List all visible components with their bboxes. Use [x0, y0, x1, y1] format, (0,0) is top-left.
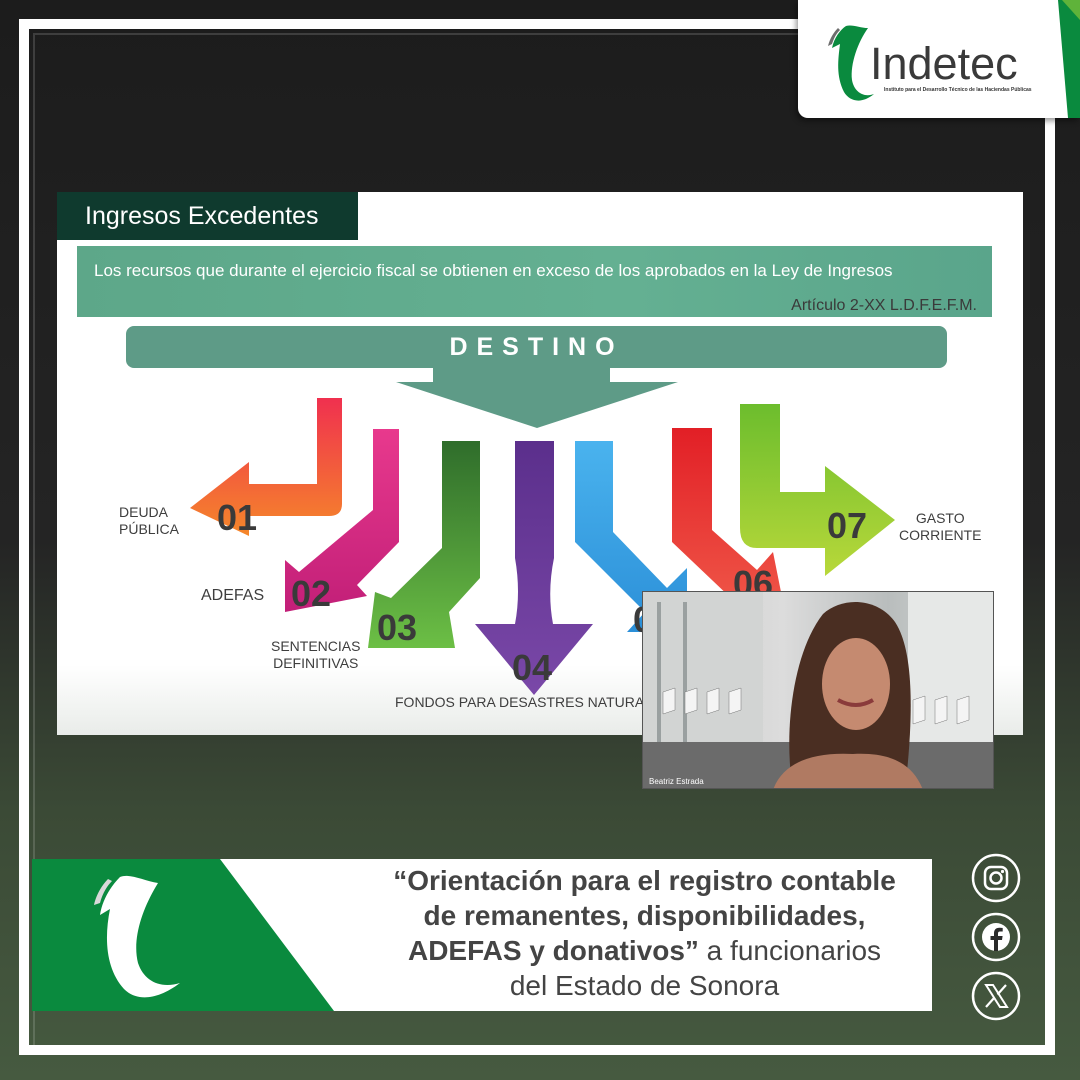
facebook-icon[interactable] — [971, 912, 1021, 962]
webcam-scene — [643, 592, 993, 788]
arrow-06 — [672, 428, 787, 622]
indetec-logo-card: Indetec Instituto para el Desarrollo Téc… — [798, 0, 1080, 118]
banner-line-4: del Estado de Sonora — [509, 970, 780, 1001]
logo-wordmark: Indetec — [870, 38, 1018, 89]
banner-leaf-logo-icon — [94, 875, 180, 998]
banner-title: “Orientación para el registro contable d… — [368, 863, 921, 1003]
arrow-07-number: 07 — [827, 505, 867, 546]
banner-line-1: “Orientación para el registro contable — [393, 865, 896, 896]
banner-green-block — [32, 859, 334, 1011]
definition-box: Los recursos que durante el ejercicio fi… — [77, 246, 992, 317]
arrow-02-number: 02 — [291, 573, 331, 614]
banner-line-3-rest: a funcionarios — [698, 935, 882, 966]
label-gasto-line1: GASTO — [915, 510, 965, 526]
destino-arrows-diagram: 01 02 03 04 0 06 07 — [190, 368, 895, 695]
logo-corner-triangle — [1058, 0, 1080, 118]
indetec-leaf-logo-icon — [828, 25, 874, 101]
destino-label: DESTINO — [449, 333, 624, 361]
arrow-04-number: 04 — [512, 647, 552, 688]
person-face — [822, 638, 890, 730]
label-adefas: ADEFAS — [201, 587, 265, 604]
arrow-07 — [740, 404, 895, 576]
white-frame — [19, 19, 1055, 1055]
banner-line-2: de remanentes, disponibilidades, — [423, 900, 866, 931]
label-sent-line1: SENTENCIAS — [271, 638, 361, 654]
webcam-video: Beatriz Estrada — [642, 591, 994, 789]
destino-bar: DESTINO — [126, 326, 947, 368]
participant-name: Beatriz Estrada — [649, 777, 704, 786]
person-shoulders — [773, 753, 923, 788]
instagram-icon[interactable] — [971, 853, 1021, 903]
definition-reference: Artículo 2-XX L.D.F.E.F.M. — [791, 297, 977, 314]
arrow-02 — [285, 429, 399, 612]
banner-line-3-bold: ADEFAS y donativos” — [407, 935, 699, 966]
arrow-03 — [368, 441, 480, 648]
inner-frame — [33, 33, 1047, 1047]
arrow-04 — [475, 441, 593, 695]
arrow-05 — [575, 441, 687, 632]
label-fondos: FONDOS PARA DESASTRES NATURA — [395, 694, 645, 710]
label-gasto-line2: CORRIENTE — [899, 527, 982, 543]
label-sentencias: SENTENCIAS DEFINITIVAS — [271, 638, 360, 672]
definition-text: Los recursos que durante el ejercicio fi… — [94, 261, 893, 280]
event-banner: “Orientación para el registro contable d… — [32, 859, 932, 1011]
flags — [662, 687, 970, 725]
label-gasto-corriente: GASTO CORRIENTE — [899, 510, 981, 544]
destino-down-arrow — [396, 368, 678, 428]
slide-title: Ingresos Excedentes — [57, 192, 358, 240]
arrow-01-number: 01 — [217, 497, 257, 538]
label-deuda-publica: DEUDA PÚBLICA — [119, 504, 179, 538]
label-sent-line2: DEFINITIVAS — [273, 655, 359, 671]
logo-subtitle: Instituto para el Desarrollo Técnico de … — [884, 87, 1032, 93]
arrow-01 — [190, 398, 342, 536]
label-deuda-line2: PÚBLICA — [119, 521, 179, 537]
arrow-03-number: 03 — [377, 607, 417, 648]
label-deuda-line1: DEUDA — [119, 504, 169, 520]
x-twitter-icon[interactable] — [971, 971, 1021, 1021]
